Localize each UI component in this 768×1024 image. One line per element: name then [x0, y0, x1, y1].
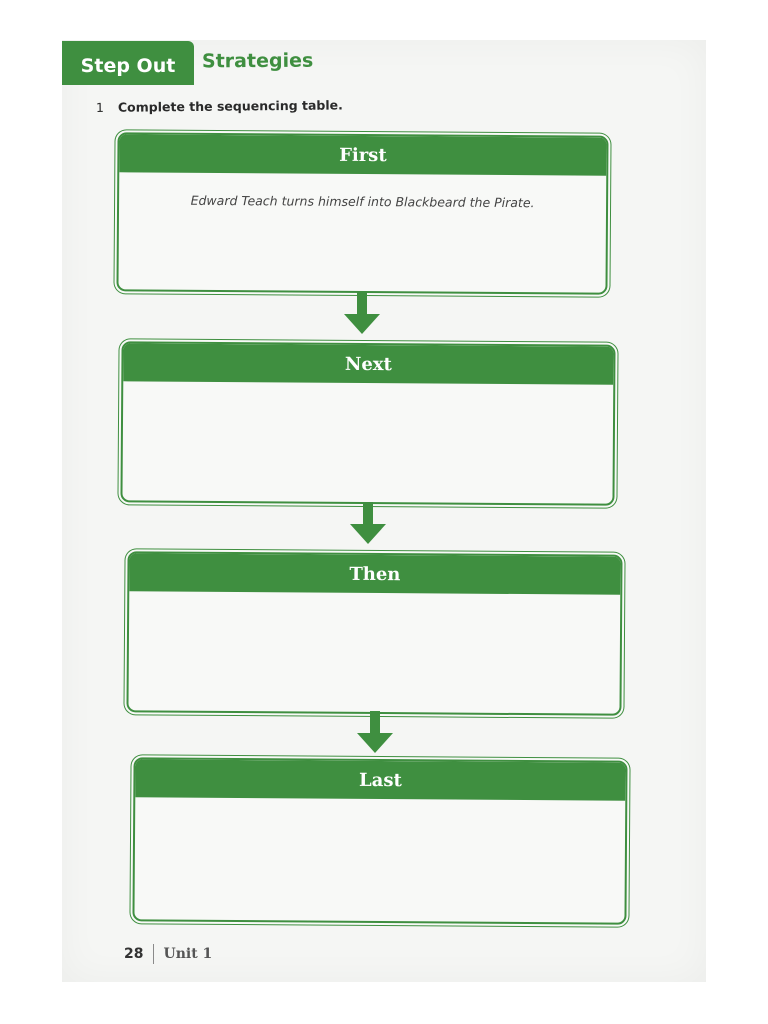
sequence-box-answer[interactable] — [129, 591, 620, 614]
page-footer: 28 Unit 1 — [124, 944, 212, 964]
sequence-box-answer[interactable] — [123, 381, 613, 404]
exercise-text: Complete the sequencing table. — [117, 97, 343, 115]
unit-label: Unit 1 — [163, 946, 213, 962]
sequence-box-header: Next — [123, 343, 614, 385]
sequence-box-header: First — [119, 134, 607, 176]
section-tab: Step Out — [62, 41, 194, 85]
sequence-box-answer[interactable] — [135, 797, 625, 820]
sequence-box-header: Last — [135, 759, 626, 801]
sequence-box-answer[interactable]: Edward Teach turns himself into Blackbea… — [190, 192, 535, 211]
down-arrow-icon — [344, 292, 380, 334]
sequence-box-first: First Edward Teach turns himself into Bl… — [116, 132, 609, 295]
section-title: Strategies — [201, 49, 314, 73]
sequence-box-header: Then — [129, 553, 621, 595]
sequence-box-last: Last — [132, 757, 628, 925]
sequence-box-next: Next — [120, 341, 616, 506]
footer-divider — [153, 944, 155, 964]
sequence-box-then: Then — [126, 551, 623, 716]
exercise-number: 1 — [95, 99, 105, 115]
page-number: 28 — [124, 946, 144, 962]
down-arrow-icon — [350, 502, 386, 544]
exercise-instruction: 1 Complete the sequencing table. — [96, 97, 343, 115]
section-tab-label: Step Out — [80, 55, 176, 77]
down-arrow-icon — [357, 711, 393, 753]
